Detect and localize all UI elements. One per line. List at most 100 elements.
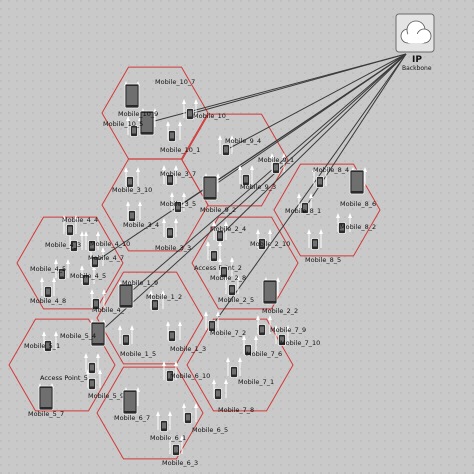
mobile-label: Mobile_2_2 <box>262 307 298 315</box>
cell-3-hexagon[interactable] <box>101 158 209 252</box>
arrow-head-m8_2-0 <box>336 213 340 218</box>
mobile-label: Mobile_7_6 <box>246 350 282 358</box>
mobile-node-m6_5[interactable]: Mobile_6_5 <box>184 412 229 435</box>
mobile-node-m1_9[interactable]: Mobile_1_9 <box>118 279 158 309</box>
phone-screen <box>90 242 94 249</box>
phone-screen <box>170 132 174 139</box>
mobile-node-m9_4[interactable]: Mobile_9_4 <box>222 137 262 156</box>
mobile-node-m6_7[interactable]: Mobile_6_7 <box>114 389 150 422</box>
arrow-head-m6_3-1 <box>180 435 184 440</box>
mobile-node-m8_4[interactable]: Mobile_8_4 <box>313 166 349 188</box>
mobile-node-m3_5[interactable]: Mobile_3_5 <box>160 200 196 213</box>
phone-screen <box>260 240 264 247</box>
mobile-node-m2_8[interactable]: Mobile_2_8 <box>210 266 246 283</box>
phone-screen <box>280 336 284 343</box>
mobile-node-m7_10[interactable]: Mobile_7_10 <box>278 334 321 348</box>
arrow-head-m4_5-0 <box>54 259 58 264</box>
mobile-node-m8_2[interactable]: Mobile_8_2 <box>338 222 377 234</box>
mobile-node-m5_7[interactable]: Mobile_5_7 <box>28 385 64 418</box>
mobile-node-m4_3[interactable]: Mobile_4_3 <box>45 240 81 252</box>
mobile-node-m2_2[interactable]: Mobile_2_2 <box>262 279 298 315</box>
mobile-node-ap5[interactable]: Access Point_5 <box>40 362 96 383</box>
mobile-node-m4_4[interactable]: Mobile_4_4 <box>62 216 98 236</box>
mobile-label: Mobile_4_3 <box>45 241 81 249</box>
arrow-head-m4_7-1 <box>101 247 105 252</box>
mobile-node-m4_10[interactable]: Mobile_4_10 <box>88 240 131 252</box>
phone-screen <box>84 276 88 283</box>
mobile-node-m7_6[interactable]: Mobile_7_6 <box>244 344 283 359</box>
mobile-node-m5_4[interactable]: Mobile_5_4 <box>60 321 106 347</box>
phone-screen <box>168 229 172 236</box>
mobile-label: Mobile_2_8 <box>210 274 246 282</box>
cell-6-hexagon[interactable] <box>96 366 204 460</box>
cell-2-hexagon[interactable] <box>191 216 299 310</box>
mobile-node-m8_5[interactable]: Mobile_8_5 <box>305 238 341 265</box>
mobile-node-m4_7[interactable]: Mobile_4_7 <box>88 254 124 268</box>
mobile-label: Mobile_1_2 <box>146 293 182 301</box>
arrow-head-m3_5-0 <box>170 192 174 197</box>
arrow-head-m4_x-0 <box>80 265 84 270</box>
mobile-node-m10_x[interactable]: Mobile_10_ <box>186 108 230 121</box>
arrow-head-m9_3-1 <box>250 165 254 170</box>
ip-backbone-node[interactable]: IP Backbone <box>395 13 435 72</box>
mobile-label: Mobile_3_4 <box>123 221 159 229</box>
mobile-node-m3_7[interactable]: Mobile_3_7 <box>160 170 196 186</box>
mobile-node-m1_3[interactable]: Mobile_1_3 <box>168 330 207 354</box>
mobile-node-m7_8[interactable]: Mobile_7_8 <box>214 388 255 415</box>
mobile-node-m5_1[interactable]: Mobile_5_1 <box>24 340 60 352</box>
mobile-node-m2_4[interactable]: Mobile_2_4 <box>210 225 246 242</box>
phone-screen <box>218 232 222 239</box>
mobile-node-m1_2[interactable]: Mobile_1_2 <box>146 293 182 311</box>
mobile-node-m8_6[interactable]: Mobile_8_6 <box>340 169 376 208</box>
mobile-node-ap2[interactable]: Access Point_2 <box>194 250 242 273</box>
arrow-head-m6_1-1 <box>168 411 172 416</box>
mobile-node-m10_9[interactable]: Mobile_10_9 <box>118 110 158 136</box>
phone-screen <box>153 301 157 308</box>
phone-screen <box>318 178 322 185</box>
arrow-head-m2_10-1 <box>268 229 272 234</box>
mobile-node-m3_3[interactable]: Mobile_3_3 <box>155 227 191 253</box>
mobile-node-m9_1[interactable]: Mobile_9_1 <box>258 156 294 174</box>
mobile-node-m6_3[interactable]: Mobile_6_3 <box>162 444 198 468</box>
mobile-node-m8_1[interactable]: Mobile_8_1 <box>285 202 321 216</box>
arrow-head-m7_6-0 <box>242 335 246 340</box>
cell-8-hexagon[interactable] <box>273 163 381 257</box>
mobile-node-m7_2[interactable]: Mobile_7_2 <box>208 320 247 338</box>
phone-screen <box>224 146 228 153</box>
phone-screen <box>176 203 180 210</box>
mobile-node-m10_5[interactable]: Mobile_10_5 <box>103 120 143 137</box>
backbone-link-m7_2 <box>211 53 407 327</box>
mobile-node-m4_x[interactable]: Mobile_4_5 <box>70 272 106 286</box>
phone-screen <box>168 372 172 379</box>
mobile-node-m10_7[interactable]: Mobile_10_7 <box>124 78 195 109</box>
cell-7-hexagon[interactable] <box>186 318 294 412</box>
mobile-label: Mobile_4_10 <box>90 240 130 248</box>
cell-5-hexagon[interactable] <box>8 318 116 412</box>
phone-screen <box>340 224 344 231</box>
mobile-node-m2_10[interactable]: Mobile_2_10 <box>250 238 290 250</box>
mobile-label: Mobile_9_4 <box>225 137 261 145</box>
phone-screen <box>170 332 174 339</box>
mobile-node-m5_9[interactable]: Mobile_5_9 <box>88 378 124 401</box>
mobile-node-m10_1[interactable]: Mobile_10_1 <box>160 130 200 155</box>
arrow-head-m8_4-1 <box>324 167 328 172</box>
mobile-node-m9_2[interactable]: Mobile_9_2 <box>200 175 236 214</box>
mobile-node-m9_3[interactable]: Mobile_9_3 <box>240 174 276 192</box>
mobile-node-m1_5[interactable]: Mobile_1_5 <box>120 334 156 359</box>
phone-screen <box>232 368 236 375</box>
mobile-node-m3_4[interactable]: Mobile_3_4 <box>123 210 159 230</box>
mobile-node-m3_10[interactable]: Mobile_3_10 <box>112 176 152 195</box>
mobile-node-m2_5[interactable]: Mobile_2_5 <box>218 284 254 305</box>
mobile-node-m6_1[interactable]: Mobile_6_1 <box>150 420 186 443</box>
arrow-head-m8_1-0 <box>297 193 301 198</box>
mobile-node-m7_9[interactable]: Mobile_7_9 <box>258 324 307 336</box>
mobile-node-m7_1[interactable]: Mobile_7_1 <box>230 366 275 387</box>
mobile-node-m6_10[interactable]: Mobile_6_10 <box>166 370 211 382</box>
mobile-node-m4_y[interactable]: Mobile_4_ <box>92 298 125 315</box>
phone-screen <box>204 178 216 197</box>
arrow-head-m4_8-0 <box>40 277 44 282</box>
backbone-link-m9_4 <box>225 53 407 151</box>
mobile-node-m4_5[interactable]: Mobile_4_5 <box>30 265 66 280</box>
mobile-node-m4_8[interactable]: Mobile_4_8 <box>30 286 66 306</box>
